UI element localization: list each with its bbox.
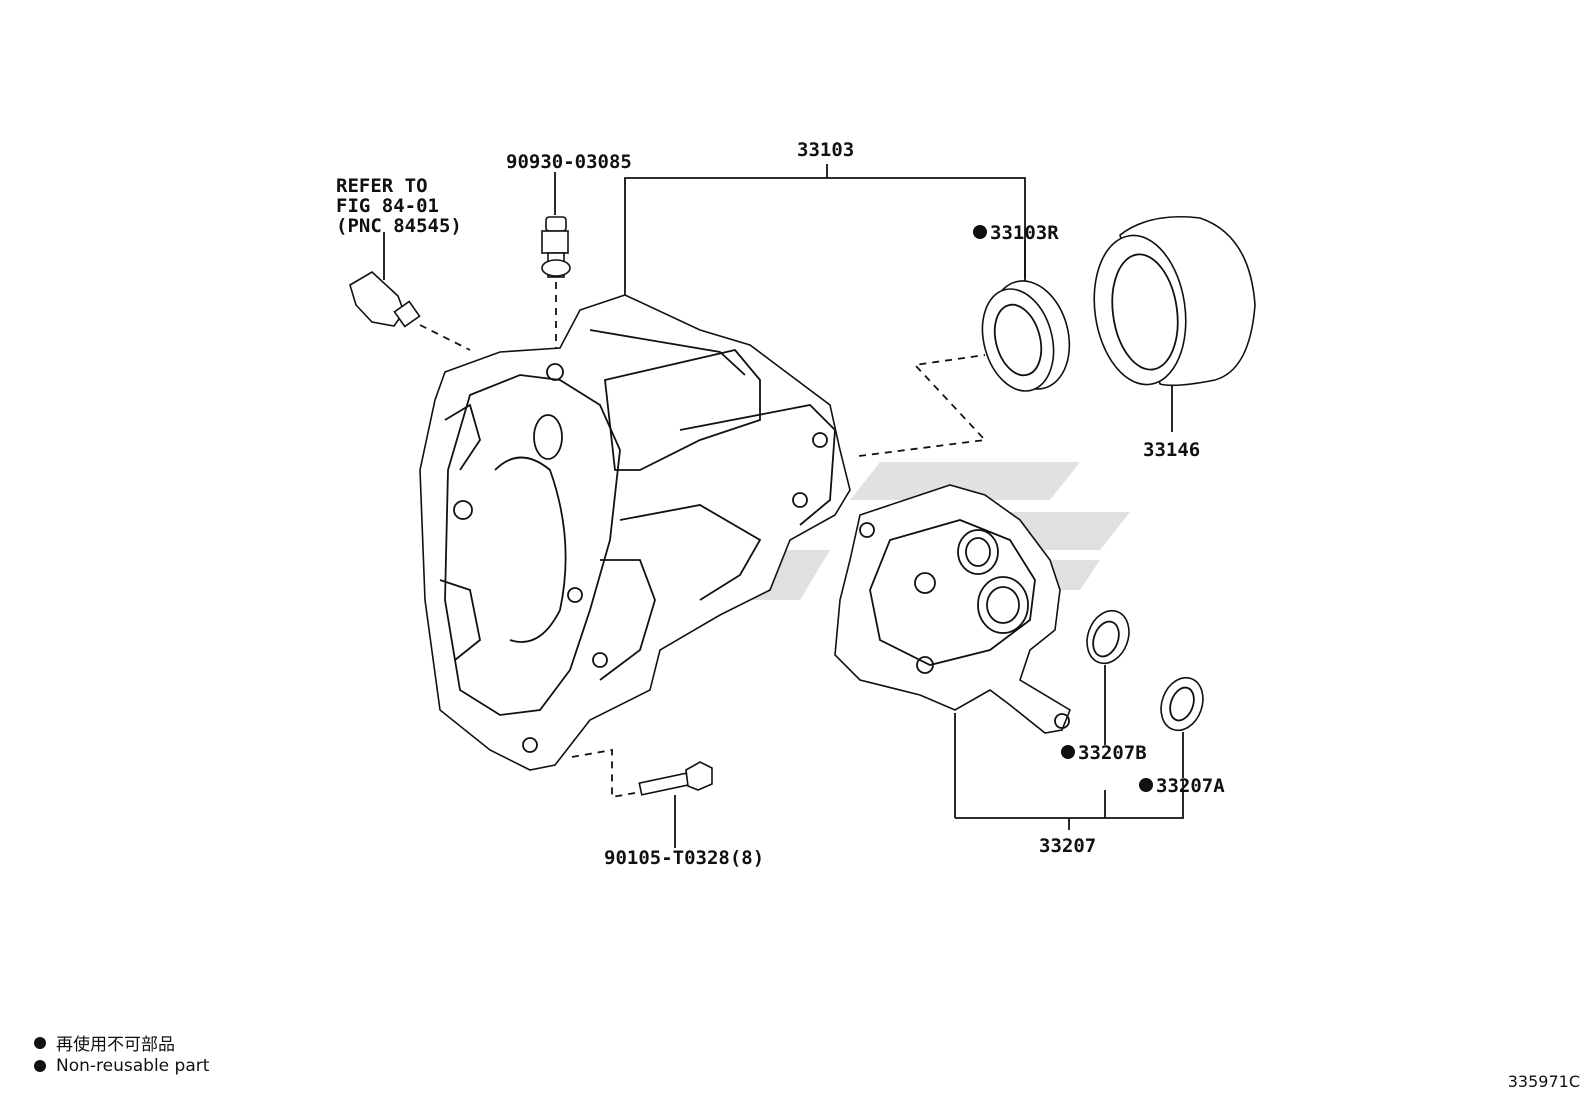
part-number-33103R[interactable]: 33103R (990, 222, 1059, 244)
part-number-90105-T0328[interactable]: 90105-T0328(8) (604, 847, 764, 869)
part-number-33207[interactable]: 33207 (1039, 835, 1096, 857)
bracket-33103 (624, 164, 1026, 305)
sleeve-33146 (1093, 215, 1256, 432)
refer-label-line3: (PNC 84545) (336, 215, 462, 237)
bolt-90105-part (638, 761, 713, 848)
part-number-33207B[interactable]: 33207B (1078, 742, 1147, 764)
legend-row-jp: 再使用不可部品 (34, 1030, 175, 1055)
bracket-33207 (955, 780, 1184, 819)
non-reusable-dot-icon (34, 1036, 46, 1049)
oil-seal-33103R (981, 240, 1071, 392)
seal-33207B (1086, 609, 1130, 745)
transfer-case-housing (419, 294, 851, 771)
non-reusable-dot-icon (34, 1060, 46, 1072)
refer-label-line1: REFER TO (336, 175, 428, 197)
diagram-reference-number: 335971C (1507, 1072, 1580, 1091)
legend-text-en: Non-reusable part (56, 1056, 210, 1076)
non-reusable-dot-icon (1061, 745, 1075, 759)
extension-housing-33207 (834, 484, 1071, 818)
legend-row-en: Non-reusable part (34, 1056, 209, 1076)
legend-text-jp: 再使用不可部品 (56, 1035, 175, 1055)
part-number-33103[interactable]: 33103 (797, 139, 854, 161)
refer-label-line2: FIG 84-01 (336, 195, 439, 217)
seal-33207A (1160, 676, 1204, 778)
speed-sensor-part (349, 232, 471, 351)
part-number-33146[interactable]: 33146 (1143, 439, 1200, 461)
plug-90930-part (541, 172, 571, 372)
part-number-90930-03085[interactable]: 90930-03085 (506, 151, 632, 173)
non-reusable-dot-icon (1139, 778, 1153, 792)
non-reusable-dot-icon (973, 225, 987, 239)
part-number-33207A[interactable]: 33207A (1156, 775, 1225, 797)
